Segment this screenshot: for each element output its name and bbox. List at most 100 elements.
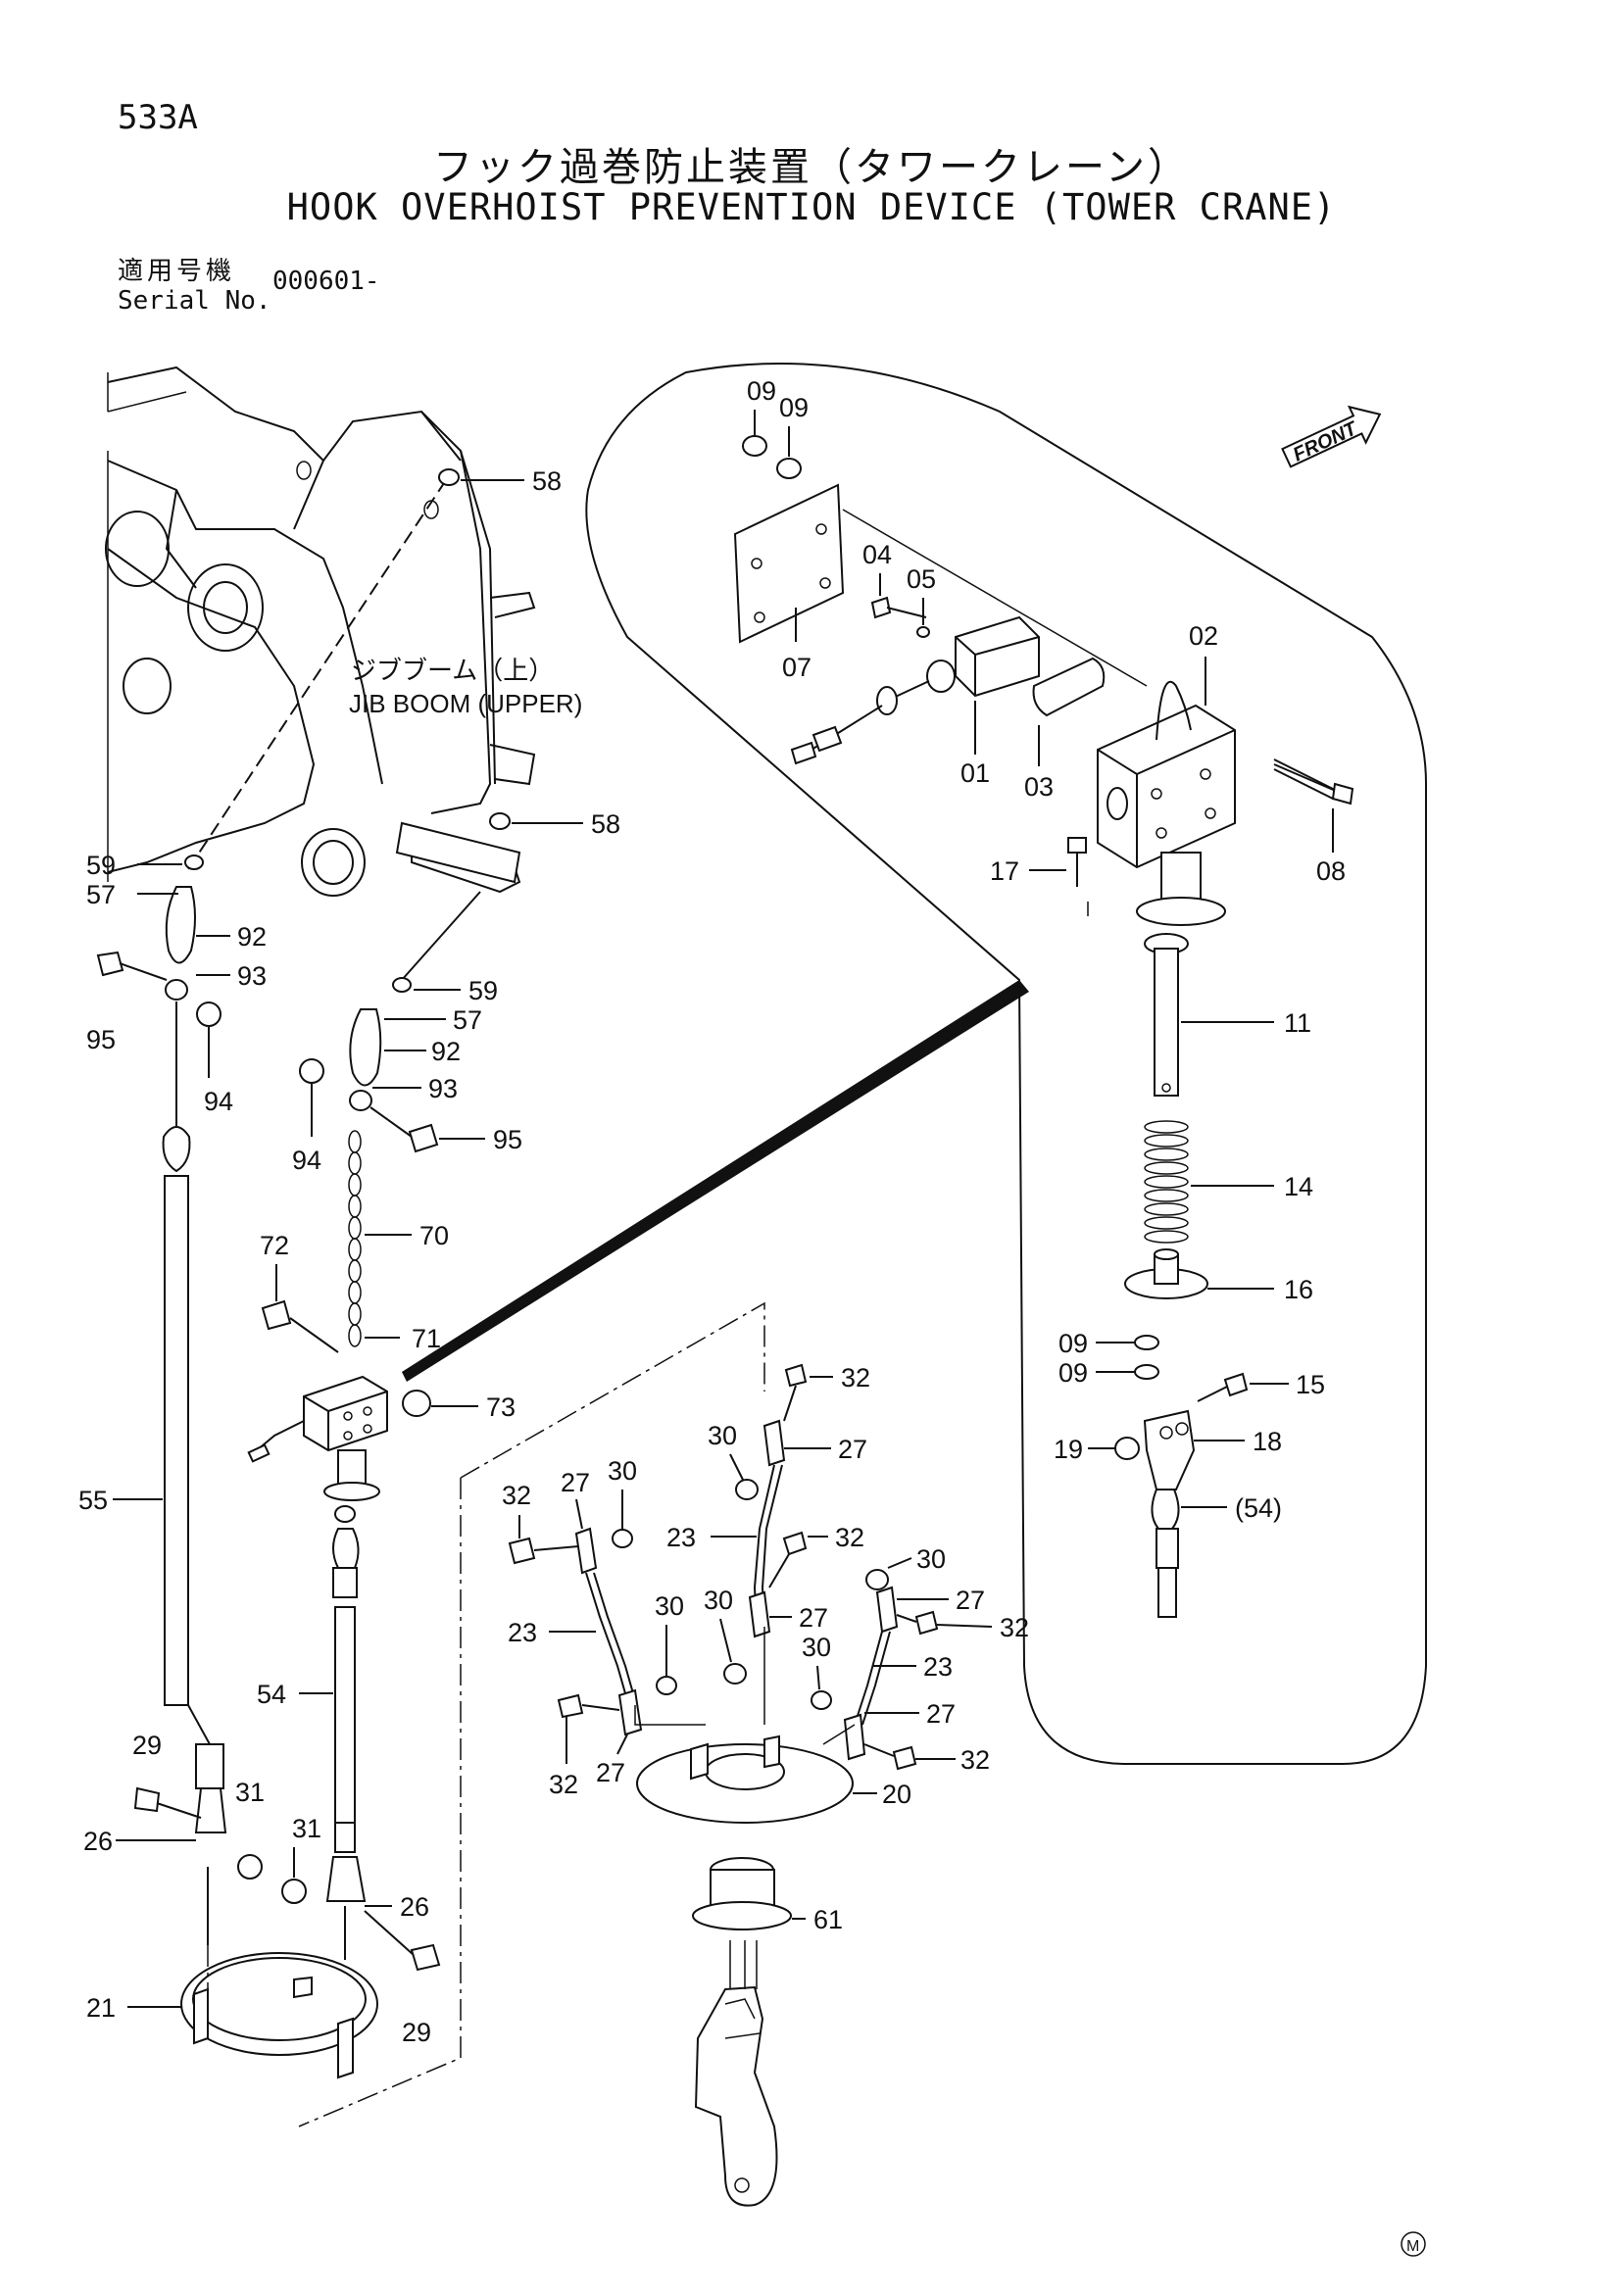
label-05: 05 <box>907 564 936 594</box>
lower-harness-assembly: 32 27 30 23 32 27 30 32 <box>502 1363 1029 2207</box>
clevis-26-left <box>194 1787 227 1833</box>
nut-58-upper <box>438 468 460 486</box>
ring-93-center <box>349 1090 372 1111</box>
label-26-center: 26 <box>400 1892 429 1922</box>
label-23-left: 23 <box>508 1618 537 1647</box>
label-30-left-upper: 30 <box>608 1456 637 1486</box>
label-27-right-upper: 27 <box>956 1586 985 1615</box>
label-17: 17 <box>990 856 1019 886</box>
sleeve-55-bottom <box>195 1743 224 1789</box>
bolt-32-right-upper <box>914 1610 939 1636</box>
bolt-29-center-head <box>410 1943 441 1972</box>
label-29-left: 29 <box>132 1731 162 1760</box>
bolt-95-left-head <box>96 951 124 977</box>
link-27-center <box>748 1590 771 1638</box>
corner-mark: M <box>1401 2231 1426 2257</box>
bolt-04-head <box>870 596 892 619</box>
clevis-18 <box>1143 1409 1196 1490</box>
label-32-left-upper: 32 <box>502 1481 531 1510</box>
bolt-95-center-head <box>408 1123 439 1153</box>
nut-31-left <box>237 1854 263 1880</box>
label-32-left-lower: 32 <box>549 1770 578 1799</box>
bolt-32-top <box>784 1363 808 1388</box>
label-31-left: 31 <box>235 1778 265 1807</box>
nut-59-left <box>184 855 204 870</box>
nut-09-d <box>1134 1364 1159 1380</box>
jib-boom-structure: ジブブーム（上） JIB BOOM (UPPER) <box>105 366 582 897</box>
label-29-center: 29 <box>402 2018 431 2047</box>
center-chain-assembly: 58 59 57 92 93 94 95 <box>247 809 620 2047</box>
nut-58-lower <box>489 812 511 830</box>
label-71: 71 <box>412 1324 441 1353</box>
label-02: 02 <box>1189 621 1218 651</box>
ring-21: 21 <box>86 1952 378 2079</box>
shackle-92-left <box>165 886 196 964</box>
label-27-center: 27 <box>799 1603 828 1633</box>
label-30-left-lower: 30 <box>655 1591 684 1621</box>
bolt-32-center <box>782 1531 808 1556</box>
bolt-72-head <box>261 1299 292 1331</box>
serial-label-english: Serial No. <box>118 286 271 316</box>
title-japanese: フック過巻防止装置（タワークレーン） <box>433 145 1190 190</box>
label-27-right-lower: 27 <box>926 1699 956 1729</box>
label-30-center: 30 <box>704 1586 733 1615</box>
label-21: 21 <box>86 1993 116 2023</box>
detail-parts: 09 09 07 04 05 0 <box>733 376 1354 1618</box>
label-30-right-upper: 30 <box>916 1544 946 1574</box>
label-20: 20 <box>882 1780 911 1809</box>
link-27-right-lower <box>843 1713 866 1761</box>
detail-enclosure <box>585 363 1427 1765</box>
label-03: 03 <box>1024 772 1054 802</box>
label-09-c: 09 <box>1058 1329 1088 1358</box>
label-54-ref: (54) <box>1235 1493 1282 1523</box>
label-59-left: 59 <box>86 851 116 880</box>
label-55: 55 <box>78 1486 108 1515</box>
label-93-left: 93 <box>237 961 267 991</box>
nut-94-left <box>196 1001 221 1027</box>
label-30-right-lower: 30 <box>802 1633 831 1662</box>
label-59-center: 59 <box>468 976 498 1005</box>
rope-eye-55-top <box>162 1126 191 1173</box>
nut-73 <box>402 1390 431 1417</box>
label-58-lower: 58 <box>591 809 620 839</box>
rope-54 <box>334 1606 356 1853</box>
shackle-92-center <box>349 1008 382 1087</box>
label-09-b: 09 <box>779 393 809 422</box>
link-27-top <box>762 1419 786 1467</box>
label-93-center: 93 <box>428 1074 458 1103</box>
nut-30-left-upper <box>612 1529 633 1548</box>
nut-09-c <box>1134 1335 1159 1350</box>
label-95-left: 95 <box>86 1025 116 1054</box>
nut-30-left-lower <box>656 1676 677 1695</box>
left-sling-assembly: 58 59 57 92 93 95 94 55 <box>78 466 562 1945</box>
gasket-03 <box>1032 657 1106 717</box>
nut-19 <box>1114 1437 1140 1460</box>
serial-label-japanese: 適用号機 <box>118 257 236 286</box>
label-16: 16 <box>1284 1275 1313 1304</box>
bracket-02 <box>1097 704 1236 869</box>
bolt-15-head <box>1223 1372 1249 1397</box>
label-94-left: 94 <box>204 1087 233 1116</box>
jib-boom-caption-en: JIB BOOM (UPPER) <box>349 689 582 718</box>
title-english: HOOK OVERHOIST PREVENTION DEVICE (TOWER … <box>286 186 1337 228</box>
ring-93-left <box>165 979 188 1001</box>
bolt-32-right-lower <box>892 1745 917 1771</box>
label-61: 61 <box>813 1905 843 1934</box>
front-direction-arrow: FRONT <box>1281 405 1382 468</box>
label-11: 11 <box>1284 1008 1311 1038</box>
label-32-top: 32 <box>841 1363 870 1392</box>
nut-30-right-lower <box>811 1690 832 1710</box>
nut-30-right-upper <box>865 1569 889 1590</box>
label-54: 54 <box>257 1680 286 1709</box>
spring-14 <box>1144 1120 1189 1244</box>
label-32-center: 32 <box>835 1523 864 1552</box>
label-27-left-lower: 27 <box>596 1758 625 1787</box>
bolt-08-head <box>1331 782 1354 806</box>
label-09-a: 09 <box>747 376 776 406</box>
bracket-plate <box>395 821 521 884</box>
bolt-17-head <box>1067 837 1087 854</box>
label-08: 08 <box>1316 856 1346 886</box>
assembly-boundary-lines <box>207 1301 765 2127</box>
label-95-center: 95 <box>493 1125 522 1154</box>
